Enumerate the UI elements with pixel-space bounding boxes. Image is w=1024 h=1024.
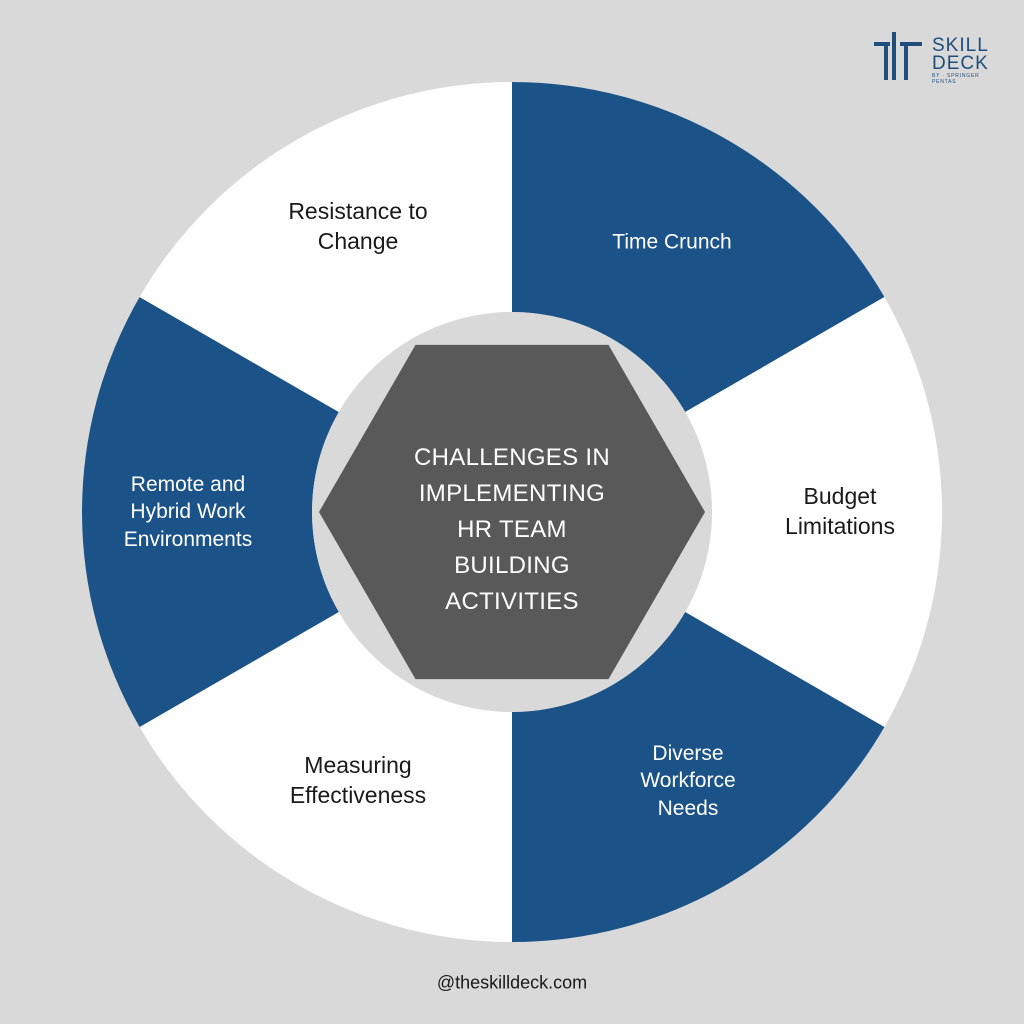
segment-label-resistance-to-change: Resistance to Change bbox=[288, 198, 428, 254]
skill-deck-logo: SKILL DECK BY · SPRINGER PENTAS bbox=[872, 30, 996, 85]
segment-label-diverse-workforce-needs: Diverse Workforce Needs bbox=[640, 742, 736, 820]
segment-diverse-workforce-needs bbox=[512, 612, 885, 942]
segment-label-budget-limitations: Budget Limitations bbox=[785, 483, 895, 539]
center-hexagon bbox=[319, 344, 705, 680]
segment-time-crunch bbox=[512, 82, 885, 412]
segment-measuring-effectiveness bbox=[139, 612, 512, 942]
logo-tagline: BY · SPRINGER PENTAS bbox=[932, 73, 980, 85]
segment-budget-limitations bbox=[685, 297, 942, 727]
logo-word-deck: DECK bbox=[932, 53, 989, 74]
segment-remote-hybrid-work bbox=[81, 297, 339, 727]
segment-label-time-crunch: Time Crunch bbox=[612, 230, 732, 254]
footer-handle: @theskilldeck.com bbox=[436, 972, 588, 993]
segment-label-remote-hybrid-work: Remote and Hybrid Work Environments bbox=[123, 473, 253, 551]
center-hexagon-title: CHALLENGES IN IMPLEMENTING HR TEAM BUILD… bbox=[414, 444, 610, 615]
logo-word-skill: SKILL bbox=[932, 35, 989, 56]
skill-deck-logo-icon bbox=[874, 32, 922, 80]
segment-label-measuring-effectiveness: Measuring Effectiveness bbox=[289, 752, 427, 808]
segment-resistance-to-change bbox=[139, 82, 512, 412]
